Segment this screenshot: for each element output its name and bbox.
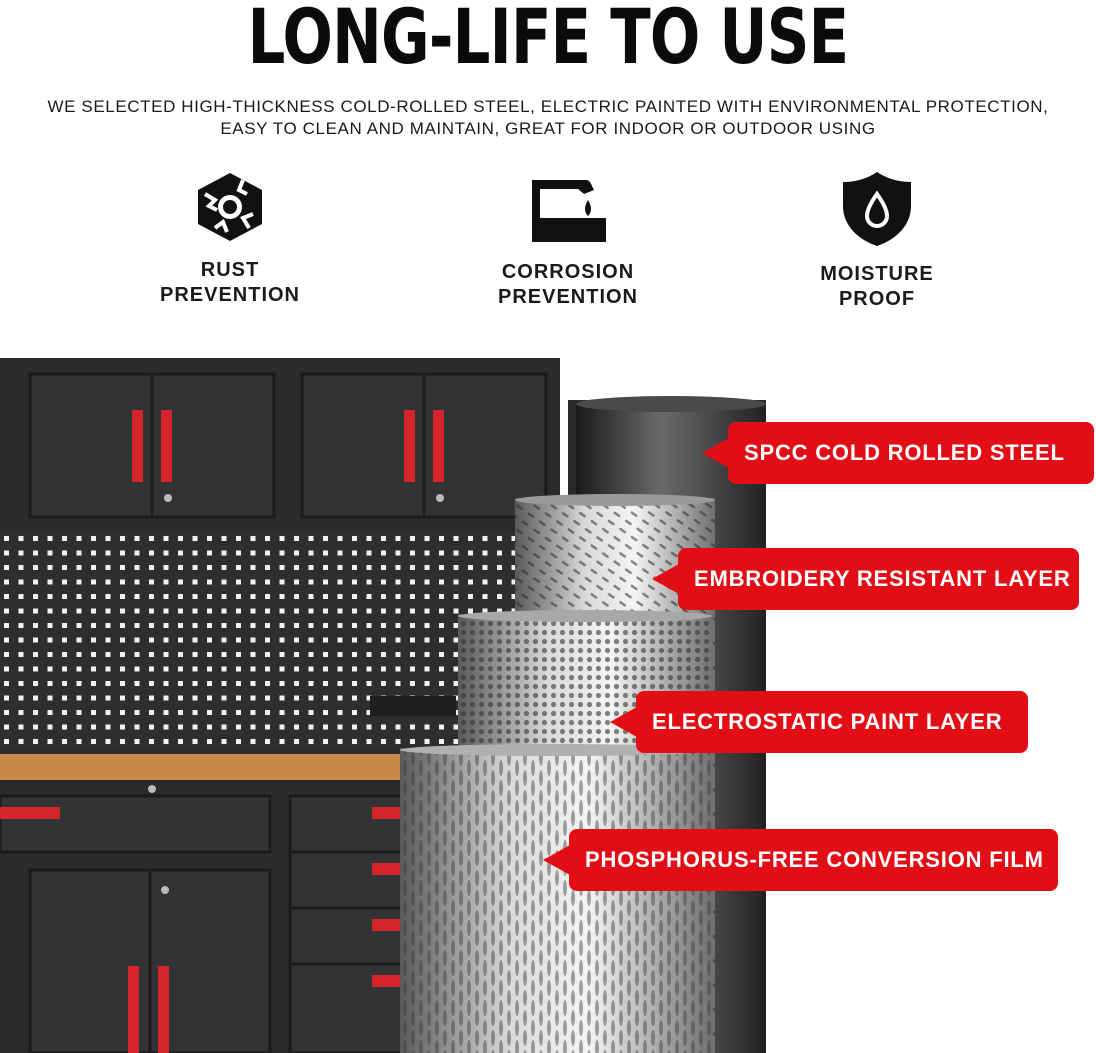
feature-label-line1: CORROSION: [501, 261, 635, 283]
feature-label-line1: RUST: [200, 259, 260, 281]
feature-moisture-proof: MOISTURE PROOF: [767, 170, 987, 312]
layer-label: EMBROIDERY RESISTANT LAYER: [694, 566, 1071, 591]
subtitle-line-2: EASY TO CLEAN AND MAINTAIN, GREAT FOR IN…: [220, 119, 876, 138]
layer-label: ELECTROSTATIC PAINT LAYER: [652, 709, 1003, 734]
subtitle-line-1: WE SELECTED HIGH-THICKNESS COLD-ROLLED S…: [47, 97, 1049, 116]
rust-gear-icon: [198, 173, 262, 241]
corrosion-drip-icon: [532, 180, 606, 242]
layer-label: SPCC COLD ROLLED STEEL: [744, 440, 1065, 465]
feature-label-line1: MOISTURE: [820, 263, 934, 285]
layer-callout-spcc-steel: SPCC COLD ROLLED STEEL: [702, 422, 1094, 484]
feature-corrosion-prevention: CORROSION PREVENTION: [458, 170, 678, 310]
layer-callout-conversion-film: PHOSPHORUS-FREE CONVERSION FILM: [543, 829, 1058, 891]
layer-label: PHOSPHORUS-FREE CONVERSION FILM: [585, 847, 1044, 872]
feature-label-line2: PREVENTION: [159, 284, 301, 306]
page-title: LONG-LIFE TO USE: [247, 0, 849, 81]
feature-rust-prevention: RUST PREVENTION: [120, 170, 340, 308]
shield-drop-icon: [843, 172, 911, 246]
feature-label-line2: PROOF: [838, 288, 916, 310]
feature-label-line2: PREVENTION: [497, 286, 639, 308]
layer-callout-embroidery-resistant: EMBROIDERY RESISTANT LAYER: [652, 548, 1079, 610]
layer-callout-electrostatic-paint: ELECTROSTATIC PAINT LAYER: [610, 691, 1028, 753]
